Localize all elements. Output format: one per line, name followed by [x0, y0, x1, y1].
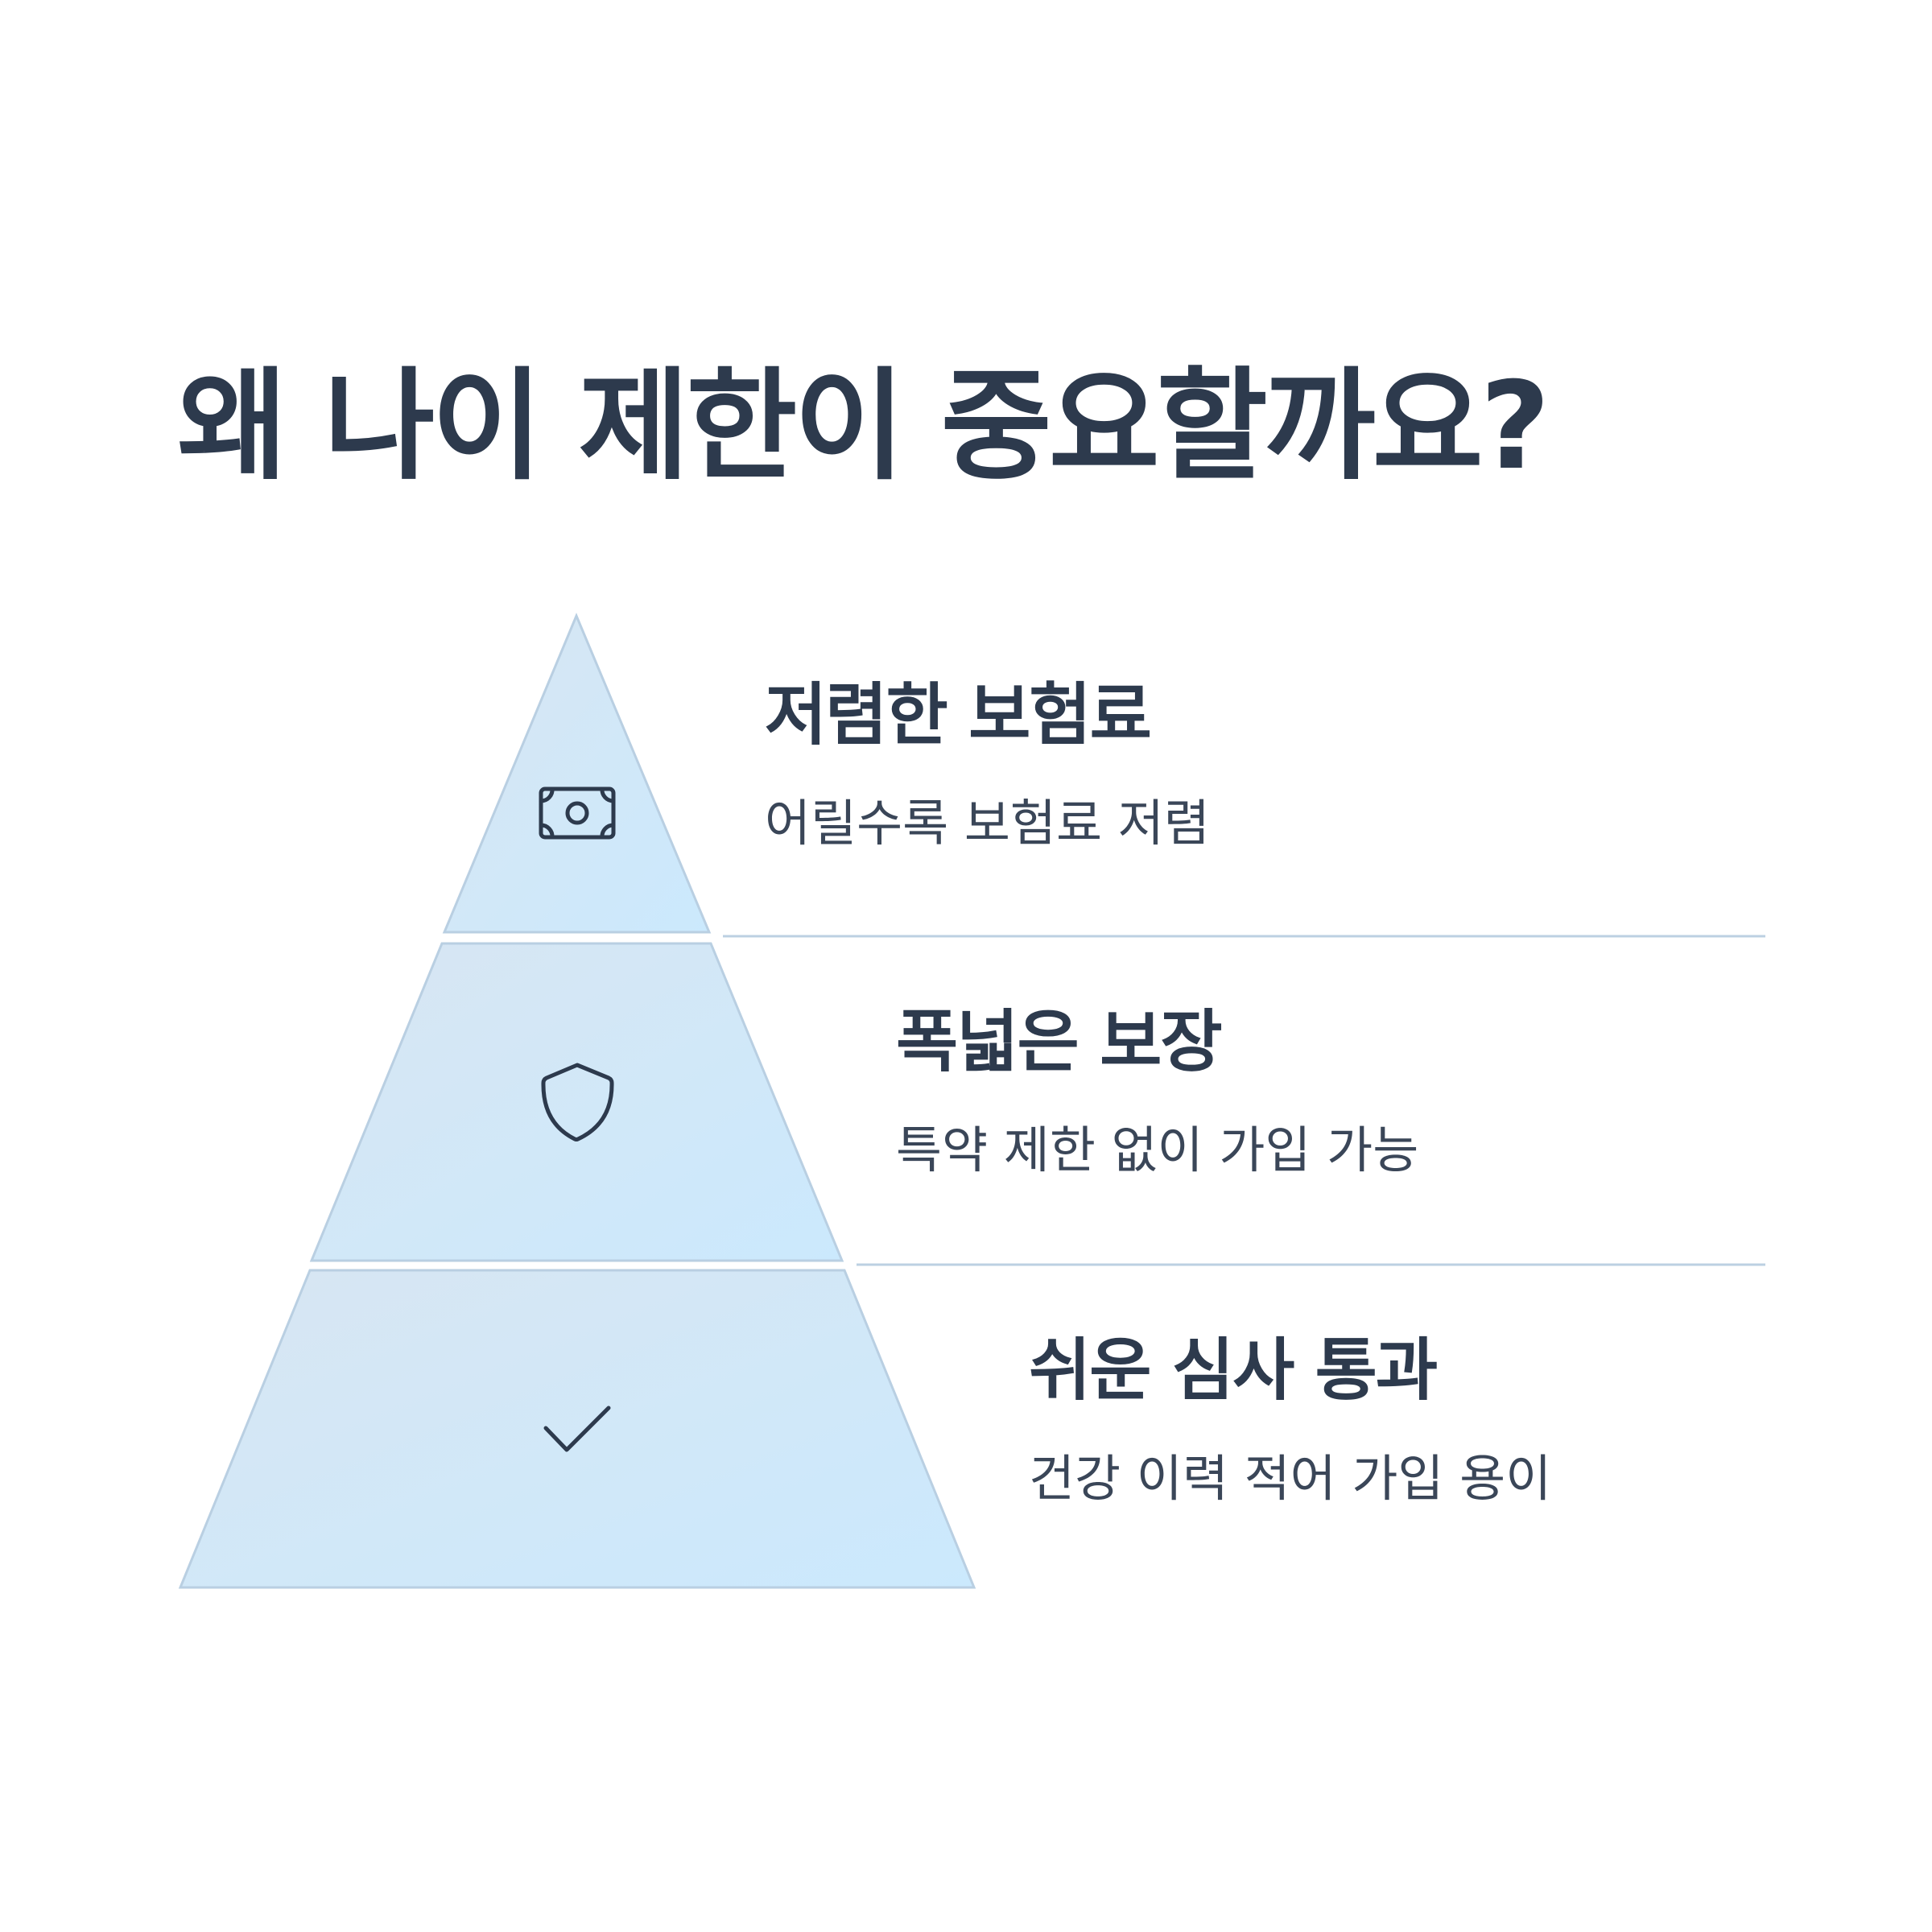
- tier-description: 건강 이력 적어 가입 용이: [1029, 1449, 1552, 1508]
- tier-description: 어릴수록 보험료 저렴: [765, 794, 1210, 852]
- pyramid-tier-middle: [309, 942, 844, 1262]
- page-title: 왜 나이 제한이 중요할까요?: [177, 357, 1550, 497]
- tier-title: 쉬운 심사 통과: [1029, 1331, 1438, 1410]
- check-icon: [543, 1406, 611, 1452]
- pyramid-tier-bottom: [178, 1269, 976, 1589]
- tier-text-2: 폭넓은 보장 특약 제한 없이 가입 가능: [896, 1008, 1418, 1175]
- tier-title: 저렴한 보험료: [765, 675, 1152, 754]
- shield-icon: [541, 1063, 614, 1141]
- money-bill-icon: [539, 786, 616, 840]
- tier-text-1: 저렴한 보험료 어릴수록 보험료 저렴: [765, 681, 1210, 848]
- tier-description: 특약 제한 없이 가입 가능: [896, 1121, 1419, 1179]
- pyramid-tier-top: [442, 613, 712, 934]
- tier-text-3: 쉬운 심사 통과 건강 이력 적어 가입 용이: [1029, 1336, 1551, 1504]
- tier-title: 폭넓은 보장: [896, 1002, 1223, 1081]
